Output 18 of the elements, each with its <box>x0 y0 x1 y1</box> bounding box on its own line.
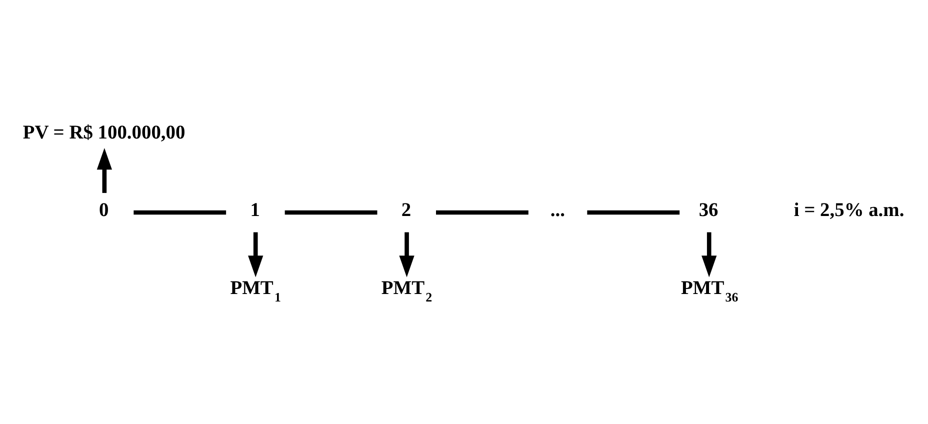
connector <box>134 210 226 214</box>
node-text: PV = R$ 100.000,00 <box>22 122 186 143</box>
node-text: 2 <box>401 200 412 221</box>
node-text: PMT$_{1}$ <box>230 277 281 304</box>
label: i = 2,5% a.m. <box>794 200 904 221</box>
connector <box>587 210 680 214</box>
arrow <box>96 147 112 192</box>
node-text: PMT$_{2}$ <box>381 277 432 304</box>
node-text: ... <box>550 200 565 221</box>
connector <box>284 210 378 214</box>
node-text: 1 <box>250 200 260 221</box>
arrow <box>248 232 264 277</box>
node-text: PMT$_{36}$ <box>681 277 738 304</box>
node-text: 0 <box>99 200 109 221</box>
arrow <box>399 232 414 277</box>
node-text: 36 <box>698 200 718 221</box>
arrow <box>702 232 717 277</box>
connector <box>436 210 528 214</box>
